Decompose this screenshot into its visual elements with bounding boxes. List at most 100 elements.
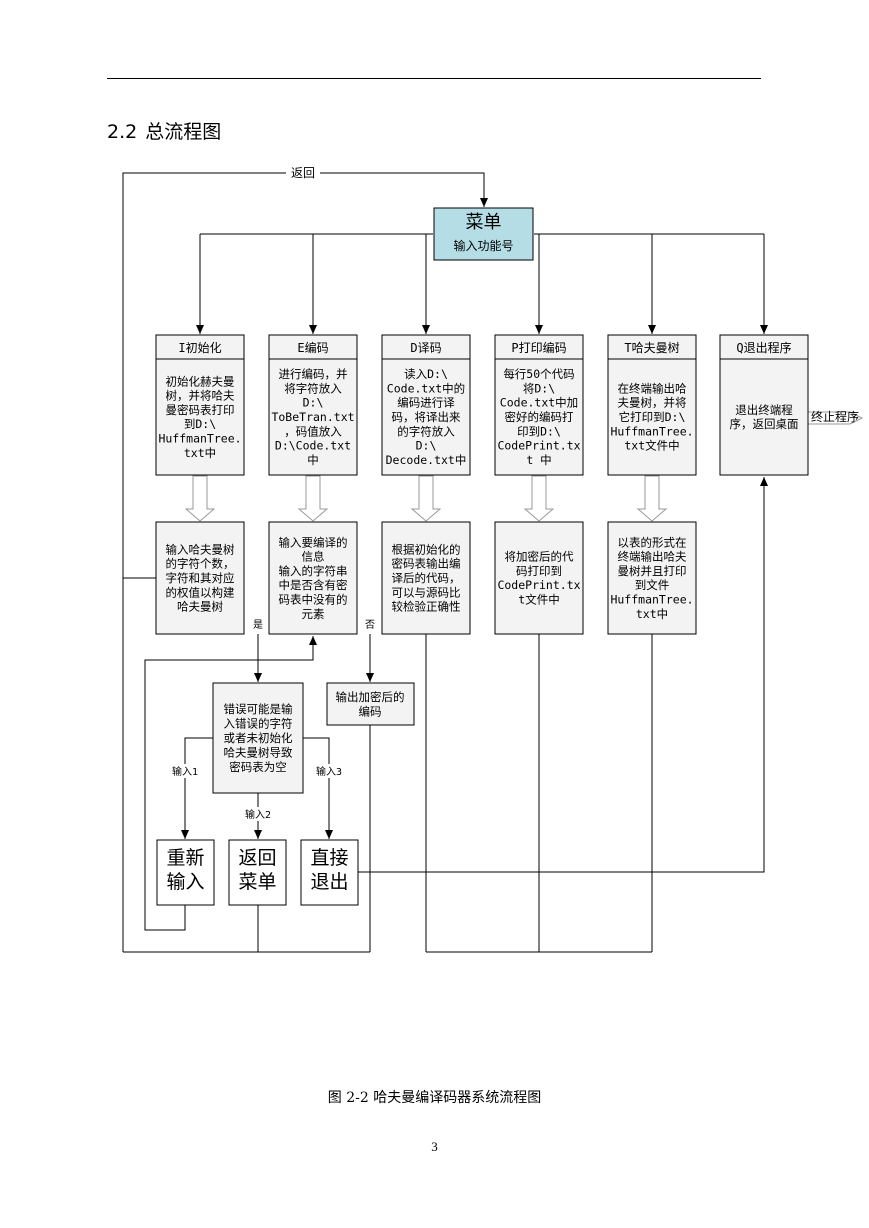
menu-subtitle: 输入功能号 (453, 238, 513, 253)
func-body-line: 将字符放入 (284, 381, 342, 395)
func-body-line: CodePrint.tx (497, 439, 580, 453)
option-1-line (181, 737, 213, 839)
detail-box-line: 根据初始化的 (392, 542, 461, 556)
menu-box (433, 207, 534, 261)
func-header-label: D译码 (410, 341, 441, 355)
detail-box-line: 密码表输出编 (392, 557, 461, 571)
detail-box-line: CodePrint.tx (497, 578, 580, 592)
option-label-bg (242, 807, 274, 821)
detail-box-line: 字符和其对应 (166, 571, 235, 585)
func-body-line: 读入D:\ (404, 367, 448, 381)
option-label-3: 输入3 (316, 765, 342, 778)
func-header-3 (381, 334, 471, 360)
func-body-1 (155, 358, 245, 476)
exit-bus-line (358, 477, 768, 873)
func-header-label: P打印编码 (511, 340, 566, 355)
detail-box-1 (155, 521, 245, 635)
func-body-line: 曼密码表打印 (166, 403, 235, 417)
return-label-bg (286, 165, 320, 181)
hollow-arrow-2 (297, 475, 329, 522)
func-body-line: 密好的编码打 (505, 410, 574, 424)
func-body-line: txt中 (184, 446, 216, 460)
output-box-line: 输出加密后的 (336, 690, 405, 704)
no-label: 否 (365, 619, 375, 631)
func-body-line: txt文件中 (624, 439, 679, 453)
func-body-line: HuffmanTree. (158, 431, 241, 445)
detail-box-line: 输入要编译的 (279, 535, 348, 549)
detail-box-line: 码表中没有的 (279, 592, 348, 606)
func-body-line: 印到D:\ (517, 424, 561, 438)
detail-box-line: 到文件 (635, 578, 670, 592)
hollow-arrow-5 (636, 475, 668, 522)
detail-box-line: 输入的字符串 (279, 564, 348, 578)
return-label: 返回 (291, 166, 315, 180)
func-header-label: Q退出程序 (736, 340, 791, 355)
func-body-3 (381, 358, 471, 476)
func-body-line: 到D:\ (184, 417, 216, 431)
detail-box-line: 码打印到 (516, 564, 562, 578)
section-number: 2.2 (107, 121, 138, 143)
detail-box-2 (268, 521, 358, 635)
func-header-4 (494, 334, 584, 360)
hollow-arrow-4 (523, 475, 555, 522)
option-box-line: 菜单 (238, 871, 276, 893)
func-body-line: D:\ (303, 396, 324, 410)
func-body-line: D:\ (416, 439, 437, 453)
func-body-line: HuffmanTree. (610, 424, 693, 438)
hollow-arrow-3 (410, 475, 442, 522)
detail-box-line: 较检验正确性 (392, 600, 461, 614)
menu-title: 菜单 (466, 212, 502, 233)
header-rule (107, 78, 761, 79)
func-body-line: Decode.txt中 (386, 453, 467, 467)
func-body-line: t 中 (526, 453, 551, 467)
error-box-line: 或者未初始化 (224, 731, 293, 745)
detail-box-line: 元素 (302, 607, 325, 621)
func-body-line: 它打印到D:\ (619, 410, 686, 424)
detail-box-line: HuffmanTree. (610, 592, 693, 606)
func-body-line: 将D:\ (523, 381, 555, 395)
detail-box-3 (381, 521, 471, 635)
error-box (212, 682, 304, 794)
option-label-bg (313, 764, 345, 778)
func-header-6 (719, 334, 809, 360)
func-body-2 (268, 358, 358, 476)
detail-box-line: 输入哈夫曼树 (166, 542, 235, 556)
detail-box-line: 曼树并且打印 (618, 564, 687, 578)
func-header-5 (607, 334, 697, 360)
func-body-line: 夫曼树，并将 (618, 396, 687, 410)
func-body-6 (719, 358, 809, 476)
func-body-line: Code.txt中的 (387, 381, 465, 395)
option-box-line: 返回 (238, 847, 276, 869)
yes-label: 是 (253, 619, 263, 631)
exit-label: 终止程序 (811, 409, 859, 424)
option-box-2 (228, 839, 287, 906)
func-body-line: 序，返回桌面 (730, 417, 799, 431)
output-box-line: 编码 (359, 704, 382, 718)
option-box-3 (300, 839, 359, 906)
func-body-line: 中 (307, 453, 319, 467)
error-box-line: 错误可能是输 (224, 702, 293, 716)
func-body-line: Code.txt中加 (500, 396, 578, 410)
option-box-line: 直接 (310, 847, 348, 869)
detail-box-line: 将加密后的代 (505, 550, 574, 564)
detail-box-line: 哈夫曼树 (177, 600, 223, 614)
func-header-label: E编码 (297, 340, 328, 355)
hollow-arrow-1 (184, 475, 216, 522)
option-box-1 (156, 839, 215, 906)
option-3-line (303, 737, 333, 839)
retry-loop-line (144, 636, 317, 931)
error-box-line: 入错误的字符 (224, 717, 293, 731)
option-label-bg (169, 764, 201, 778)
func-body-line: 退出终端程 (735, 403, 793, 417)
section-title: 总流程图 (145, 121, 222, 143)
detail-box-line: 的权值以构建 (166, 585, 235, 599)
output-box (326, 682, 415, 726)
func-header-label: I初始化 (178, 341, 221, 355)
func-body-line: 每行50个代码 (503, 367, 574, 381)
figure-caption: 图 2-2 哈夫曼编译码器系统流程图 (327, 1090, 542, 1106)
detail-box-line: 译后的代码， (392, 571, 461, 585)
func-body-line: 树，并将哈夫 (166, 389, 235, 403)
page-number: 3 (431, 1139, 438, 1154)
